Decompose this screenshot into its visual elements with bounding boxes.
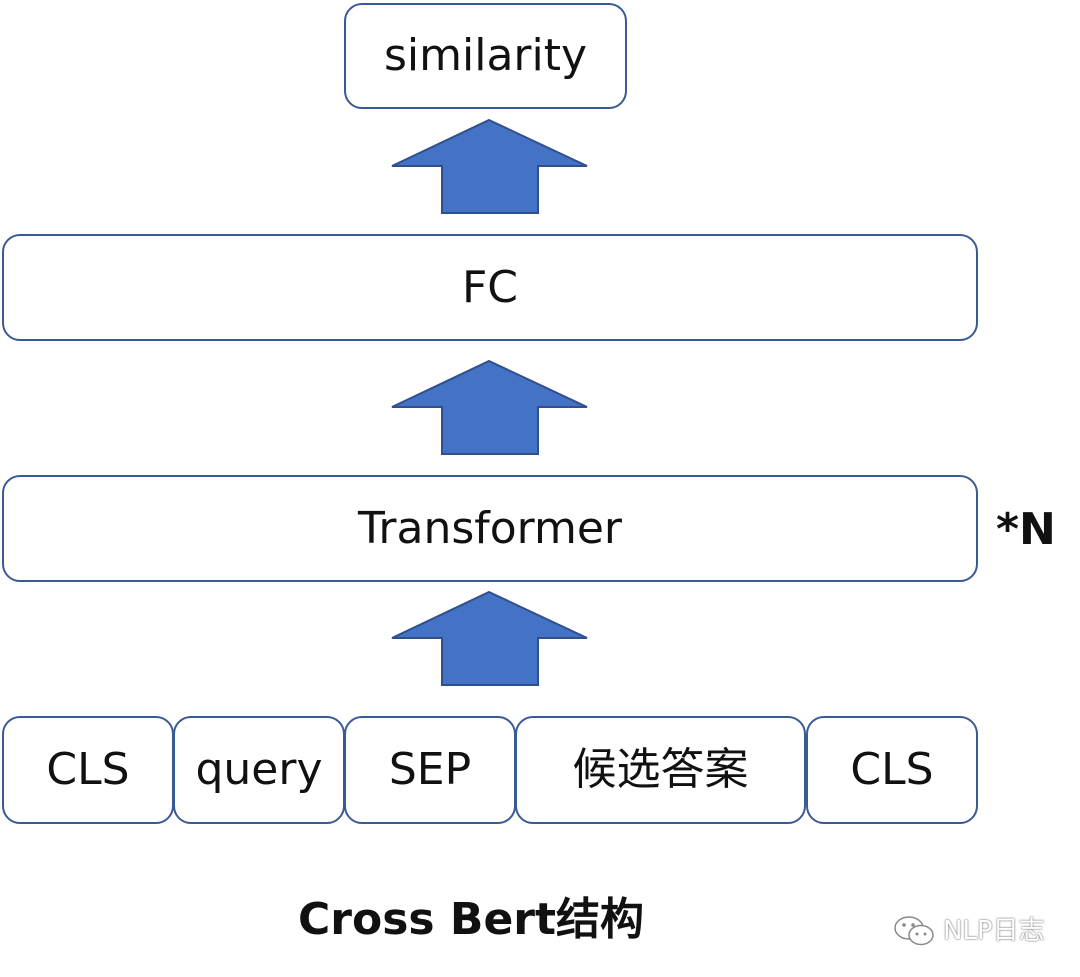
token-label: 候选答案 xyxy=(572,744,749,795)
token-cls-end: CLS xyxy=(806,716,978,824)
token-label: CLS xyxy=(850,744,934,795)
token-label: CLS xyxy=(46,744,130,795)
fc-box: FC xyxy=(2,234,978,341)
similarity-label: similarity xyxy=(383,30,588,81)
token-label: SEP xyxy=(388,744,472,795)
token-cls-start: CLS xyxy=(2,716,174,824)
token-label: query xyxy=(195,744,323,795)
repeat-note: *N xyxy=(996,504,1056,555)
up-arrow-icon xyxy=(391,590,588,686)
token-candidate-answer: 候选答案 xyxy=(515,716,806,824)
up-arrow-icon xyxy=(391,359,588,455)
similarity-box: similarity xyxy=(344,3,627,109)
transformer-label: Transformer xyxy=(357,502,623,554)
token-query: query xyxy=(173,716,345,824)
watermark-text: NLP日志 xyxy=(943,916,1045,946)
transformer-box: Transformer xyxy=(2,475,978,582)
token-sep: SEP xyxy=(344,716,516,824)
diagram-caption: Cross Bert结构 xyxy=(298,894,645,945)
watermark: NLP日志 xyxy=(893,914,1045,948)
fc-label: FC xyxy=(461,261,519,313)
up-arrow-icon xyxy=(391,118,588,214)
wechat-icon xyxy=(894,916,934,946)
